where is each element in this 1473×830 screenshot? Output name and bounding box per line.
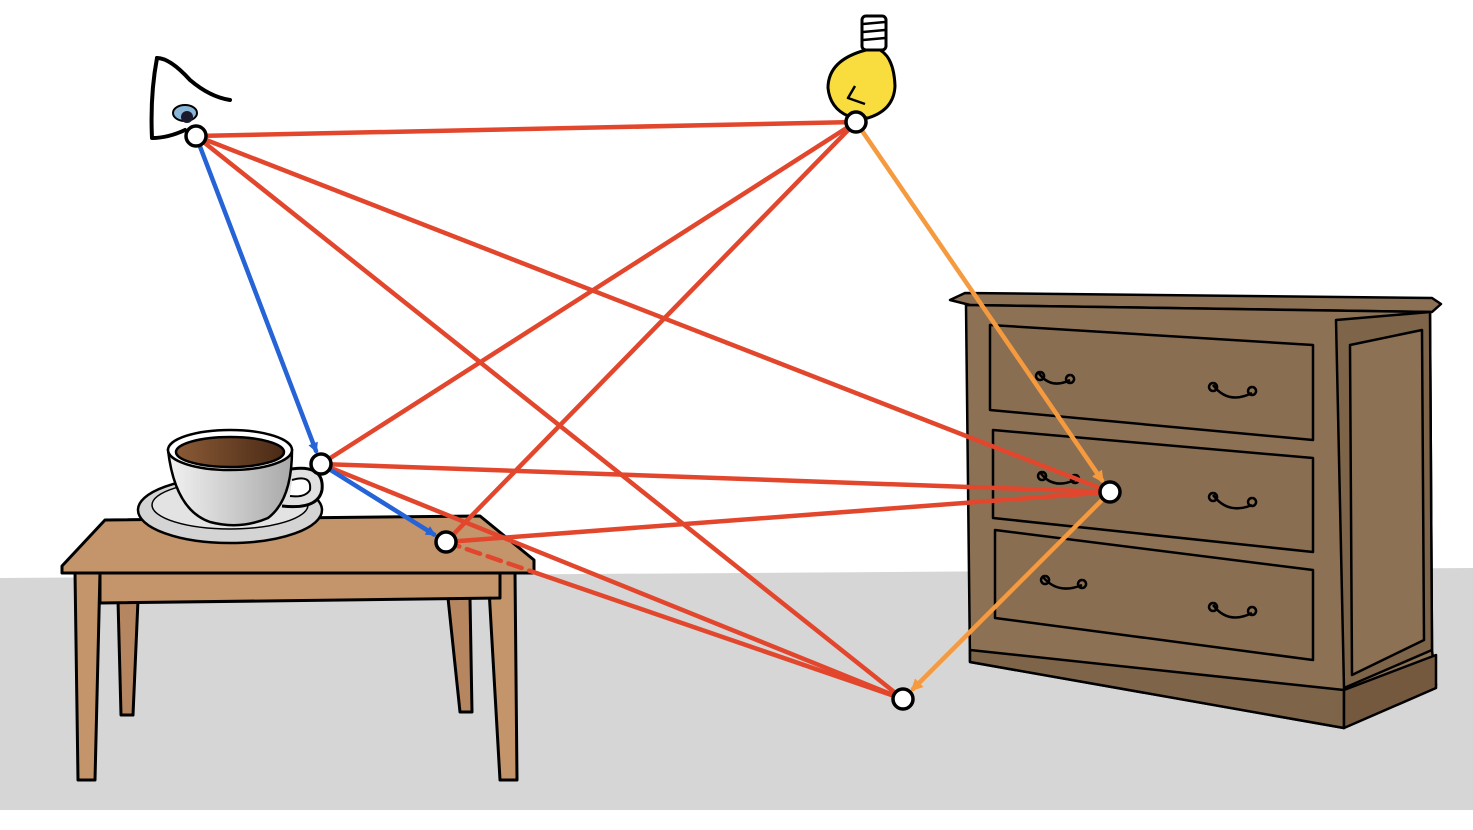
dresser-illustration bbox=[948, 291, 1443, 730]
path-vertices bbox=[184, 110, 1122, 711]
vertex-floor bbox=[891, 687, 915, 711]
path-eye-dresser bbox=[193, 133, 1113, 495]
vertex-cup bbox=[309, 452, 333, 476]
path-eye-light bbox=[193, 119, 859, 139]
path-cup-table-top bbox=[318, 461, 437, 537]
path-table-top-floor bbox=[535, 571, 906, 702]
vertex-eye bbox=[184, 124, 208, 148]
transport-paths bbox=[193, 119, 1113, 702]
path-cup-floor bbox=[318, 461, 906, 702]
table-illustration bbox=[60, 514, 536, 782]
eye-icon bbox=[149, 56, 232, 140]
path-table-top-floor-occluded bbox=[443, 539, 540, 576]
path-eye-floor bbox=[193, 133, 906, 702]
path-dresser-floor bbox=[910, 489, 1113, 692]
path-eye-cup bbox=[193, 133, 319, 454]
path-cup-dresser bbox=[318, 461, 1113, 495]
vertex-table-top bbox=[434, 530, 458, 554]
vertex-light bbox=[844, 110, 868, 134]
path-light-dresser bbox=[853, 119, 1105, 483]
path-light-cup bbox=[318, 119, 859, 467]
coffee-cup-illustration bbox=[136, 428, 324, 545]
path-table-top-dresser bbox=[443, 489, 1113, 545]
light-bulb-icon bbox=[826, 14, 897, 120]
vertex-dresser bbox=[1098, 480, 1122, 504]
